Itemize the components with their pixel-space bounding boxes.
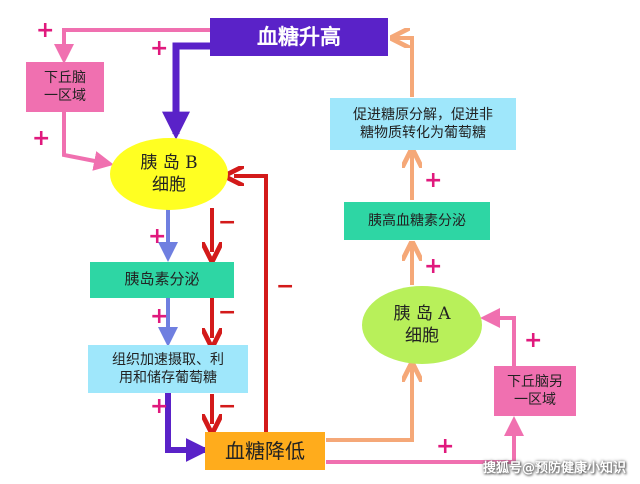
plus-sign-hypothalamus2-out: + bbox=[524, 328, 543, 353]
minus-sign-feedback: − bbox=[276, 274, 295, 299]
watermark: 搜狐号@预防健康小知识 bbox=[482, 461, 626, 476]
plus-sign-low-branch: + bbox=[436, 434, 455, 459]
plus-sign-uptake-out: + bbox=[150, 394, 169, 419]
plus-sign-bcell-out: + bbox=[148, 224, 167, 249]
node-blood-sugar-high: 血糖升高 bbox=[210, 18, 388, 56]
plus-sign-top-left: + bbox=[36, 18, 55, 43]
arrow-high-to-bcell bbox=[162, 42, 210, 140]
arrow-hypothalamus2-to-acell bbox=[480, 308, 516, 366]
minus-sign-insulin: − bbox=[218, 300, 237, 325]
arrow-breakdown-to-high bbox=[394, 38, 414, 97]
plus-sign-acell-out: + bbox=[424, 254, 443, 279]
node-glucagon-secretion: 胰高血糖素分泌 bbox=[344, 202, 490, 240]
node-islet-b-cell: 胰 岛 B 细胞 bbox=[110, 138, 228, 210]
plus-sign-insulin-out: + bbox=[150, 304, 169, 329]
node-hypothalamus-2: 下丘脑另 一区域 bbox=[494, 366, 576, 416]
node-insulin-secretion: 胰岛素分泌 bbox=[90, 262, 234, 298]
node-blood-sugar-low: 血糖降低 bbox=[205, 432, 325, 470]
plus-sign-glucagon-out: + bbox=[424, 168, 443, 193]
plus-sign-hypothalamus-out: + bbox=[32, 126, 51, 151]
node-glycogen-breakdown: 促进糖原分解，促进非 糖物质转化为葡萄糖 bbox=[330, 98, 516, 150]
node-tissue-uptake: 组织加速摄取、利 用和储存葡萄糖 bbox=[88, 345, 248, 393]
minus-sign-uptake: − bbox=[218, 394, 237, 419]
node-hypothalamus-1: 下丘脑 一区域 bbox=[26, 62, 104, 112]
minus-sign-bcell: − bbox=[218, 210, 237, 235]
arrow-uptake-to-low bbox=[165, 392, 210, 462]
arrow-hypothalamus-to-bcell bbox=[62, 112, 114, 171]
node-islet-a-cell: 胰 岛 A 细胞 bbox=[362, 286, 482, 364]
arrow-low-to-acell bbox=[326, 366, 412, 442]
arrow-red-low-to-bcell bbox=[234, 176, 268, 432]
arrow-high-to-hypothalamus bbox=[54, 28, 210, 64]
arrow-low-to-hypothalamus2 bbox=[326, 416, 524, 464]
plus-sign-purple-arrow: + bbox=[150, 36, 169, 61]
